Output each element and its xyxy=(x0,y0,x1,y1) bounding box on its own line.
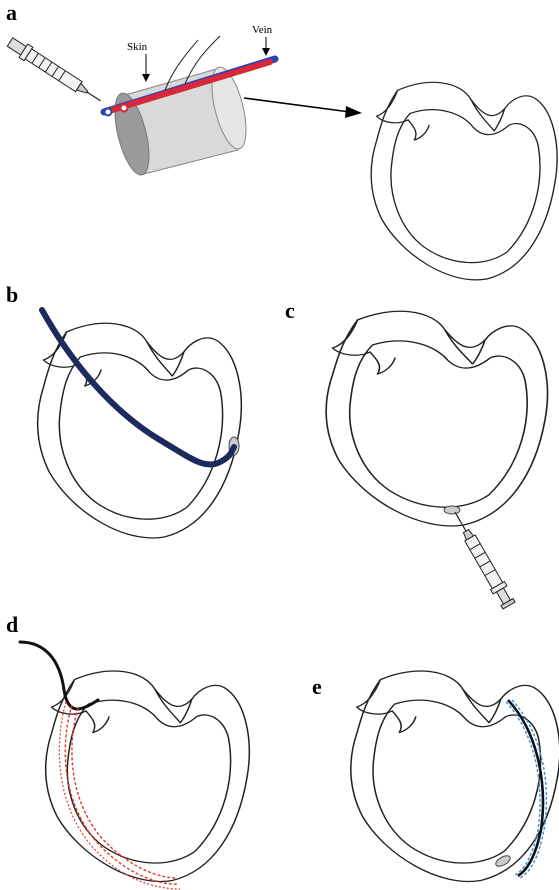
heart-c xyxy=(326,311,547,526)
panel-a: a Skin xyxy=(6,0,557,280)
panel-label-d: d xyxy=(6,612,18,637)
ablation-band-red-edge xyxy=(59,702,180,889)
panel-label-b: b xyxy=(6,282,18,307)
panel-c: c xyxy=(285,298,547,610)
syringe-c-icon xyxy=(448,508,516,610)
catheter-lead xyxy=(42,310,234,465)
panel-label-a: a xyxy=(6,0,17,25)
vein-label: Vein xyxy=(252,24,273,36)
panel-b: b xyxy=(6,282,241,538)
panel-e: e xyxy=(312,671,559,881)
syringe-icon xyxy=(6,35,105,107)
heart-e xyxy=(351,671,559,881)
heart-d xyxy=(46,671,250,881)
arrow-to-heart xyxy=(244,98,350,112)
heart-a xyxy=(371,82,557,280)
skin-cylinder xyxy=(108,64,252,178)
injection-site xyxy=(444,506,460,514)
panel-label-c: c xyxy=(285,298,295,323)
panel-label-e: e xyxy=(312,674,322,699)
ablation-band-red-outer xyxy=(65,705,178,884)
panel-d: d xyxy=(6,612,249,889)
skin-label: Skin xyxy=(127,41,148,53)
ablation-band-blue-outer xyxy=(512,700,546,878)
